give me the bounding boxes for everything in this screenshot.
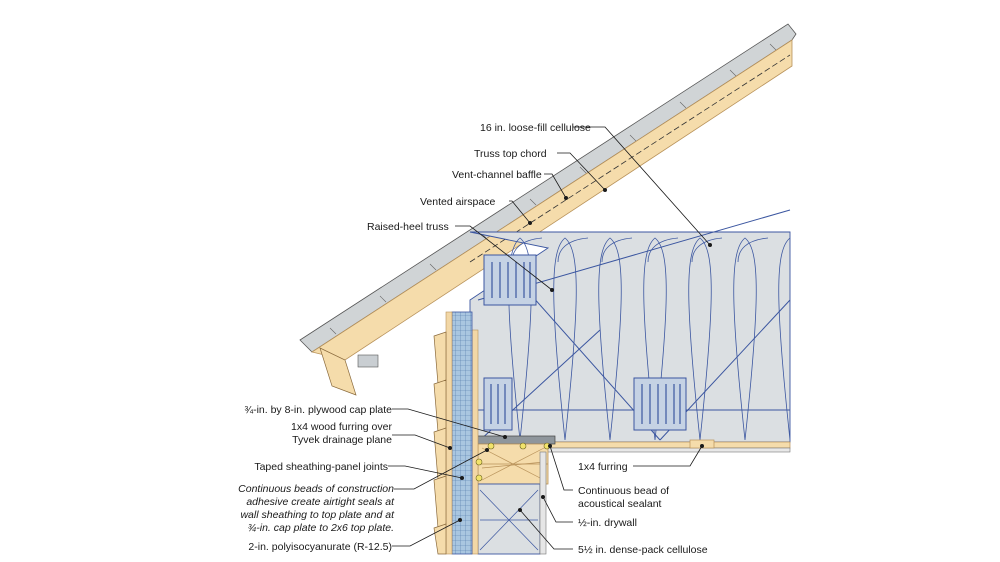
sealant-beads [475,442,551,482]
wall-sheathing [471,329,479,555]
label-drywall: ½-in. drywall [578,517,637,529]
label-1x4-furring: 1x4 furring [578,461,628,473]
label-taped-joints: Taped sheathing-panel joints [254,461,388,473]
leader-lines [388,126,712,550]
label-adhesive-line4: ¾-in. cap plate to 2x6 top plate. [247,522,394,534]
label-polyiso: 2-in. polyisocyanurate (R-12.5) [248,541,392,553]
cellulose-loops [508,237,790,441]
label-furring-tyvek-line1: 1x4 wood furring over [291,421,392,433]
label-vent-channel-baffle: Vent-channel baffle [452,169,542,181]
label-loose-fill-cellulose: 16 in. loose-fill cellulose [480,122,591,134]
label-sealant-line1: Continuous bead of [578,485,669,497]
polyiso-foam [451,311,473,555]
vent-channel-baffle [469,54,791,263]
gusset-plates [483,254,687,431]
label-adhesive-line3: wall sheathing to top plate and at [240,509,395,521]
label-raised-heel-truss: Raised-heel truss [367,221,449,233]
label-sealant-line2: acoustical sealant [578,498,662,510]
eave-soffit [319,347,357,396]
label-furring-tyvek-line2: Tyvek drainage plane [292,434,392,446]
label-adhesive-line1: Continuous beads of construction [238,483,394,495]
label-cap-plate: ¾-in. by 8-in. plywood cap plate [244,404,392,416]
label-truss-top-chord: Truss top chord [474,148,547,160]
label-adhesive-line2: adhesive create airtight seals at [246,496,395,508]
fascia-vent [357,354,379,368]
tyvek-furring [445,311,453,555]
roof-shingles [299,23,797,353]
label-dense-pack-cellulose: 5½ in. dense-pack cellulose [578,544,708,556]
label-vented-airspace: Vented airspace [420,196,495,208]
wall-dense-pack-cellulose [477,483,541,555]
